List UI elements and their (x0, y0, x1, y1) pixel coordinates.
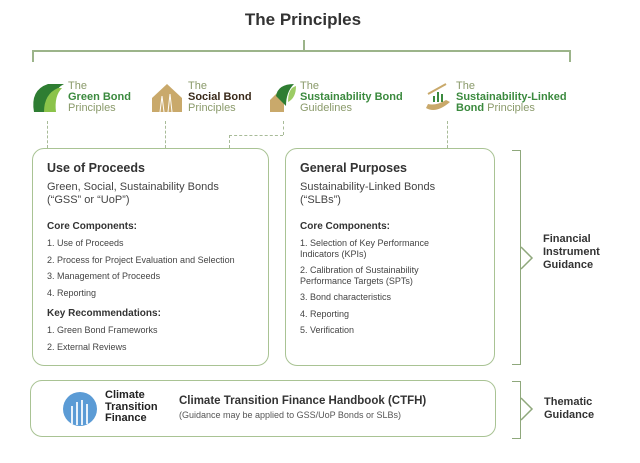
connector (229, 135, 230, 148)
globe-icon (63, 392, 97, 426)
use-of-proceeds-box: Use of Proceeds Green, Social, Sustainab… (32, 148, 269, 366)
top-bracket-right (569, 50, 571, 62)
top-bracket-center (303, 40, 305, 50)
general-purposes-box: General Purposes Sustainability-Linked B… (285, 148, 495, 366)
financial-bracket (512, 150, 521, 365)
thematic-bracket (512, 381, 521, 439)
bracket-point (520, 397, 534, 421)
connector (229, 135, 283, 136)
sustainability-linked-icon (426, 82, 450, 110)
connector (165, 121, 166, 148)
top-bracket-left (32, 50, 34, 62)
ctfh-subtitle: (Guidance may be applied to GSS/UoP Bond… (179, 410, 401, 420)
connector (47, 121, 48, 148)
connector (283, 121, 284, 135)
connector (447, 121, 448, 148)
social-bond-icon (152, 83, 182, 112)
top-bracket (32, 50, 570, 52)
green-bond-icon (33, 83, 64, 112)
page-title: The Principles (244, 10, 362, 29)
ctfh-title: Climate Transition Finance Handbook (CTF… (179, 395, 427, 407)
sustainability-bond-icon (270, 83, 296, 112)
bracket-point (520, 246, 534, 270)
